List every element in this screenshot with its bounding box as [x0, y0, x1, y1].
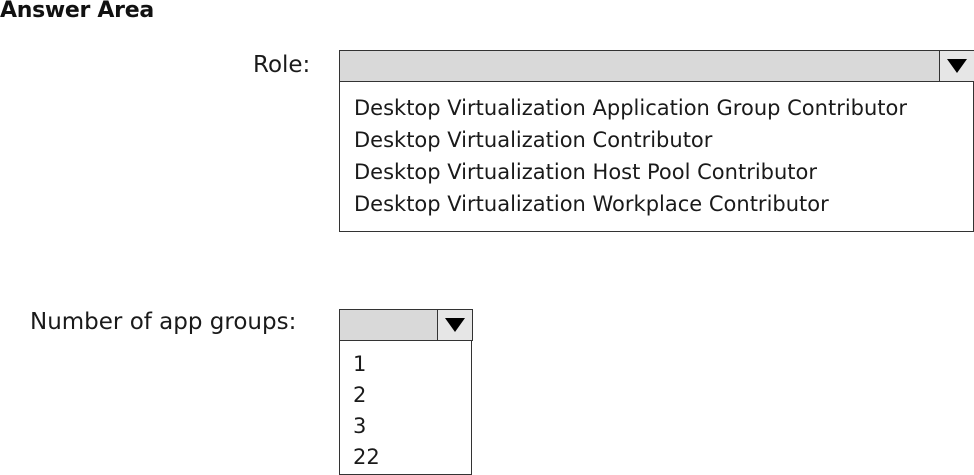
role-option[interactable]: Desktop Virtualization Host Pool Contrib… [354, 160, 818, 184]
role-options-list: Desktop Virtualization Application Group… [339, 81, 974, 232]
chevron-down-icon [444, 317, 465, 332]
answer-area-title: Answer Area [0, 0, 154, 23]
role-label: Role: [253, 52, 311, 78]
role-dropdown[interactable] [339, 49, 974, 82]
role-option[interactable]: Desktop Virtualization Workplace Contrib… [354, 192, 829, 216]
app-groups-label: Number of app groups: [30, 309, 297, 335]
app-groups-option[interactable]: 1 [353, 352, 367, 376]
app-groups-dropdown-toggle[interactable] [436, 308, 473, 341]
app-groups-option[interactable]: 3 [353, 414, 367, 438]
app-groups-option[interactable]: 2 [353, 383, 367, 407]
role-option[interactable]: Desktop Virtualization Contributor [354, 128, 713, 152]
app-groups-dropdown[interactable] [339, 308, 473, 341]
role-option[interactable]: Desktop Virtualization Application Group… [354, 96, 908, 120]
role-dropdown-toggle[interactable] [938, 49, 974, 82]
app-groups-option[interactable]: 22 [353, 445, 380, 469]
chevron-down-icon [946, 58, 967, 73]
app-groups-options-list: 1 2 3 22 [339, 340, 472, 475]
